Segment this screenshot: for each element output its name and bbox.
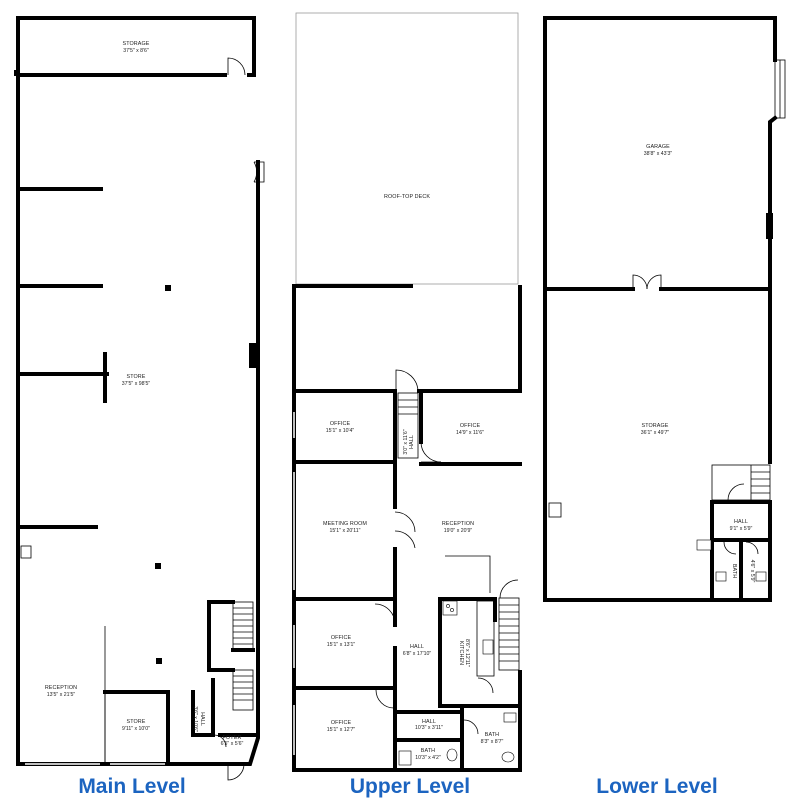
main-reception-dims: 13'5" x 21'5" [47, 692, 76, 698]
low-hall-label: HALL [734, 519, 748, 525]
low-storage-dims: 36'1" x 49'7" [641, 430, 670, 436]
upper-level [292, 12, 522, 772]
up-meeting-label: MEETING ROOM [323, 521, 367, 527]
up-office3-dims: 15'1" x 13'1" [327, 642, 356, 648]
main-reception-label: RECEPTION [45, 685, 77, 691]
low-hall-dims: 9'1" x 5'9" [730, 526, 753, 532]
up-bath1-dims: 10'3" x 4'2" [415, 755, 441, 761]
up-kitchen-label: KITCHEN [458, 641, 464, 665]
main-hall-label: HALL [199, 712, 205, 726]
up-reception-dims: 19'0" x 20'9" [444, 528, 473, 534]
up-office1-dims: 15'1" x 10'4" [326, 428, 355, 434]
low-bath-label: BATH [731, 564, 737, 578]
main-store-dims: 37'5" x 98'5" [122, 381, 151, 387]
main-storage-label: STORAGE [123, 41, 150, 47]
main-level-title: Main Level [78, 775, 185, 798]
up-hall-dims: 6'8" x 17'10" [403, 651, 432, 657]
up-bath2-label: BATH [485, 732, 499, 738]
up-office2-label: OFFICE [460, 423, 481, 429]
up-office1-label: OFFICE [330, 421, 351, 427]
main-store2-label: STORE [127, 719, 146, 725]
main-store-label: STORE [127, 374, 146, 380]
low-storage-label: STORAGE [642, 423, 669, 429]
up-hall2-dims: 10'3" x 3'11" [415, 725, 443, 731]
up-office4-dims: 15'1" x 12'7" [327, 727, 356, 733]
main-foyer-dims: 6'5" x 5'6" [221, 741, 244, 747]
up-meeting-dims: 15'1" x 20'11" [330, 528, 361, 534]
up-office2-dims: 14'9" x 11'6" [456, 430, 484, 436]
up-office4-label: OFFICE [331, 720, 352, 726]
low-bath-dims: 4'6" x 5'9" [749, 560, 755, 583]
up-reception-label: RECEPTION [442, 521, 474, 527]
lower-level [543, 16, 786, 602]
upper-level-title: Upper Level [350, 775, 470, 798]
up-bath1-label: BATH [421, 748, 435, 754]
lower-level-title: Lower Level [596, 775, 717, 798]
main-store2-dims: 9'11" x 10'0" [122, 726, 150, 732]
low-garage-dims: 38'8" x 43'3" [644, 151, 673, 157]
up-hall-v-dims: 3'0" x 11'6" [403, 429, 409, 454]
up-hall-label: HALL [410, 644, 424, 650]
up-office3-label: OFFICE [331, 635, 352, 641]
main-foyer-label: FOYER [222, 735, 241, 741]
main-level [14, 16, 265, 781]
up-hall2-label: HALL [422, 719, 436, 725]
low-garage-label: GARAGE [646, 144, 670, 150]
up-hall-v-label: HALL [409, 435, 415, 449]
main-storage-dims: 37'5" x 8'6" [123, 48, 149, 54]
up-kitchen-dims: 8'6" x 12'11" [464, 639, 470, 667]
up-bath2-dims: 8'3" x 8'7" [481, 739, 504, 745]
main-hall-dims: 3'6" x 10'6" [192, 706, 198, 732]
up-deck-label: ROOF-TOP DECK [384, 194, 430, 200]
